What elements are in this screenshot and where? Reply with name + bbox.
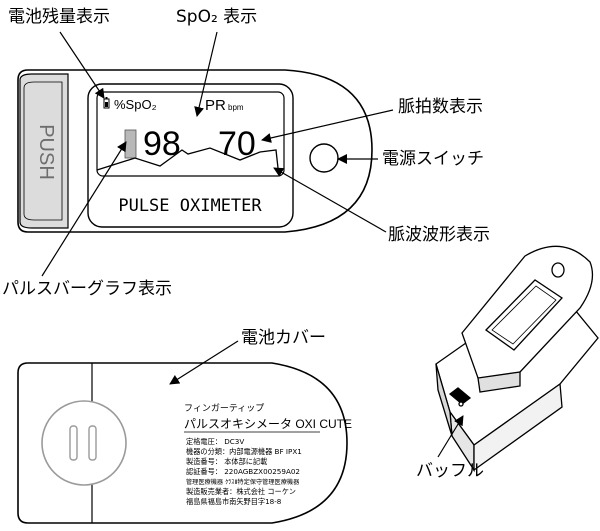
label-baffle: バッフル xyxy=(416,461,484,481)
back-label-row: 製造販売業者：株式会社 コーケン xyxy=(186,487,296,496)
power-button[interactable] xyxy=(309,143,339,173)
label-pr: 脈拍数表示 xyxy=(398,97,483,117)
arrow-spo2 xyxy=(194,31,218,117)
bpm-unit: bpm xyxy=(228,103,244,112)
spo2-unit: %SpO₂ xyxy=(114,97,157,112)
back-device: フィンガーティップ パルスオキシメータ OXI CUTE 定格電圧： DC3V … xyxy=(17,362,352,524)
back-label-line2: パルスオキシメータ OXI CUTE xyxy=(184,417,352,431)
screen-display xyxy=(96,91,285,177)
model-text: PULSE OXIMETER xyxy=(118,196,262,216)
battery-icon xyxy=(103,97,110,109)
pulse-bar xyxy=(124,129,137,159)
back-grip-circle xyxy=(41,400,127,486)
back-label-row: 福島県福島市南矢野目字18-8 xyxy=(186,497,282,506)
back-label-row: 機器の分類：内部電源機器 BF IPX1 xyxy=(186,447,302,456)
back-label-line1: フィンガーティップ xyxy=(184,403,264,414)
arrow-cover xyxy=(169,340,239,385)
arrow-battery xyxy=(59,31,105,99)
back-label-row: 認証番号： 220AGBZX00259A02 xyxy=(186,467,300,476)
arrow-pulsebar xyxy=(41,141,127,277)
pr-unit: PR xyxy=(205,97,226,114)
arrow-baffle xyxy=(437,415,464,458)
iso-device xyxy=(435,245,599,473)
label-spo2: SpO₂ 表示 xyxy=(176,7,257,27)
back-label-row: 定格電圧： DC3V xyxy=(186,437,244,446)
label-battery: 電池残量表示 xyxy=(8,7,110,27)
arrow-waveform xyxy=(273,167,387,233)
label-cover: 電池カバー xyxy=(241,328,326,348)
back-label-row: 製造番号： 本体部に記載 xyxy=(186,457,267,466)
front-device: PUSH %SpO₂ PR bpm 98 70 PULSE OXIMETER xyxy=(17,69,373,233)
label-power: 電源スイッチ xyxy=(382,149,484,169)
back-label-row: 管理医療機器 ｸﾗｽⅡ特定保守管理医療機器 xyxy=(186,478,300,486)
pr-value: 70 xyxy=(218,125,256,163)
spo2-value: 98 xyxy=(143,125,181,163)
label-waveform: 脈波波形表示 xyxy=(388,225,490,245)
push-label: PUSH xyxy=(35,124,57,180)
arrow-pr xyxy=(261,109,394,143)
label-pulsebar: パルスバーグラフ表示 xyxy=(2,279,172,299)
pulse-waveform xyxy=(96,147,279,171)
